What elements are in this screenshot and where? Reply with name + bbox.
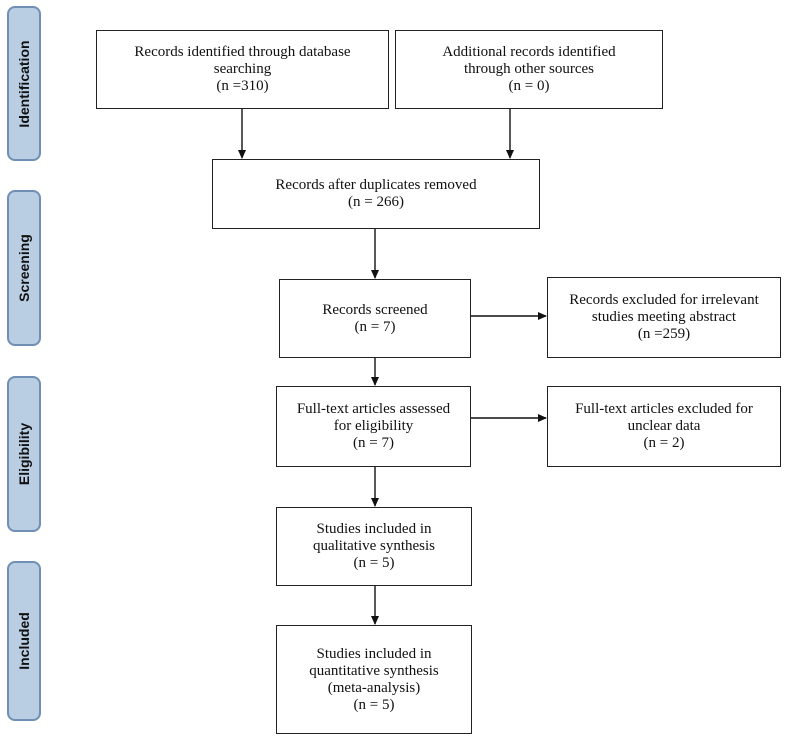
db-search-count: (n =310) (216, 78, 269, 94)
other-sources-line1: Additional records identified (442, 44, 616, 60)
qualitative-count: (n = 5) (353, 555, 395, 571)
phase-eligibility: Eligibility (7, 376, 41, 532)
fulltext-assessed-line1: Full-text articles assessed (296, 401, 451, 417)
box-database-search: Records identified through database sear… (96, 30, 389, 109)
phase-screening: Screening (7, 190, 41, 346)
box-fulltext-excluded: Full-text articles excluded for unclear … (547, 386, 781, 467)
duplicates-line1: Records after duplicates removed (275, 177, 477, 193)
quantitative-line1: Studies included in (316, 645, 432, 662)
duplicates-count: (n = 266) (348, 194, 404, 210)
box-fulltext-assessed: Full-text articles assessed for eligibil… (276, 386, 471, 467)
box-duplicates-removed: Records after duplicates removed (n = 26… (212, 159, 540, 229)
phase-identification: Identification (7, 6, 41, 161)
phase-included: Included (7, 561, 41, 721)
quantitative-count: (n = 5) (353, 696, 395, 713)
fulltext-excluded-line2: unclear data (627, 418, 701, 434)
other-sources-line2: through other sources (464, 61, 594, 77)
box-other-sources: Additional records identified through ot… (395, 30, 663, 109)
db-search-line2: searching (213, 61, 272, 77)
fulltext-assessed-line2: for eligibility (333, 418, 414, 434)
excluded-irrelevant-count: (n =259) (637, 326, 691, 342)
box-qualitative-synthesis: Studies included in qualitative synthesi… (276, 507, 472, 586)
db-search-line1: Records identified through database (134, 44, 351, 60)
box-records-screened: Records screened (n = 7) (279, 279, 471, 358)
box-excluded-irrelevant: Records excluded for irrelevant studies … (547, 277, 781, 358)
fulltext-excluded-count: (n = 2) (643, 435, 685, 451)
qualitative-line2: qualitative synthesis (312, 538, 436, 554)
box-quantitative-synthesis: Studies included in quantitative synthes… (276, 625, 472, 734)
other-sources-count: (n = 0) (508, 78, 550, 94)
qualitative-line1: Studies included in (316, 521, 432, 537)
quantitative-line3: (meta-analysis) (327, 679, 421, 696)
excluded-irrelevant-line2: studies meeting abstract (591, 309, 737, 325)
screened-line1: Records screened (322, 301, 428, 318)
fulltext-assessed-count: (n = 7) (353, 435, 394, 451)
excluded-irrelevant-line1: Records excluded for irrelevant (569, 292, 759, 308)
screened-count: (n = 7) (354, 318, 396, 335)
fulltext-excluded-line1: Full-text articles excluded for (575, 401, 753, 417)
quantitative-line2: quantitative synthesis (309, 662, 439, 679)
